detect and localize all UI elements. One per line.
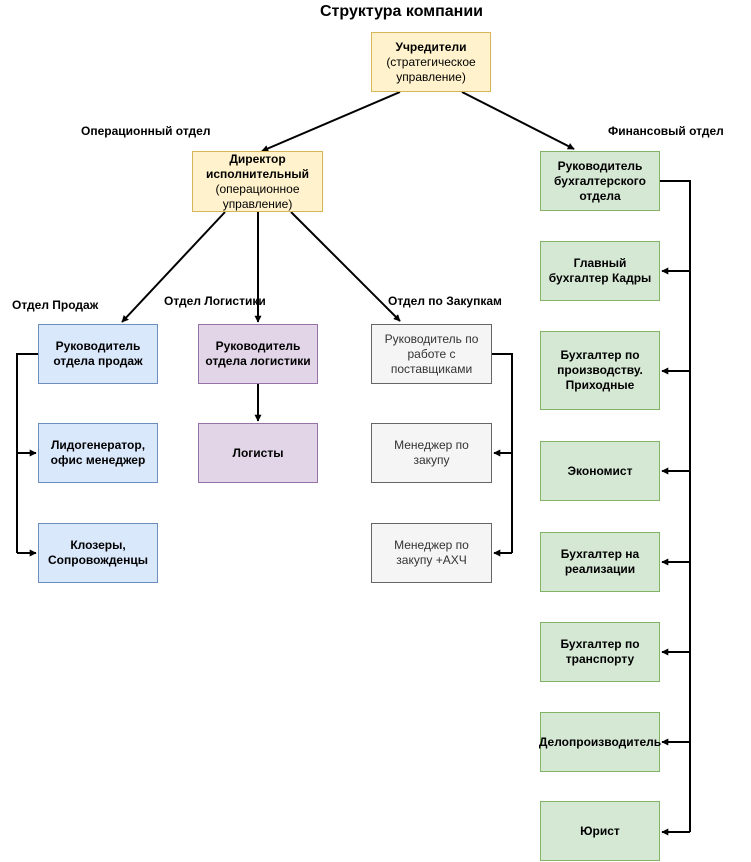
node-purchase-manager-title: Менеджер по закупу — [394, 438, 469, 467]
node-sales-head[interactable]: Руководитель отдела продаж — [38, 324, 158, 384]
node-production-accountant-title: Бухгалтер по производству. Приходные — [557, 348, 643, 392]
diagram-title: Структура компании — [320, 3, 483, 20]
node-purchase-manager-ahch-title: Менеджер по закупу +АХЧ — [394, 538, 469, 567]
node-logistics-head-title: Руководитель отдела логистики — [205, 339, 311, 368]
node-logisticians-title: Логисты — [232, 445, 284, 460]
edge-finance-bracket — [660, 180, 691, 832]
label-sales-department: Отдел Продаж — [12, 298, 99, 312]
node-lawyer[interactable]: Юрист — [540, 801, 660, 861]
edge-purchasing-bracket — [492, 353, 513, 553]
node-leadgen[interactable]: Лидогенератор, офис менеджер — [38, 423, 158, 483]
node-sales-head-title: Руководитель отдела продаж — [53, 339, 143, 368]
label-purchasing-department: Отдел по Закупкам — [388, 294, 502, 308]
node-lawyer-title: Юрист — [580, 823, 620, 838]
edge-director-purchasing — [290, 211, 401, 322]
node-clerk[interactable]: Делопроизводитель — [538, 712, 662, 772]
node-purchase-manager-ahch[interactable]: Менеджер по закупу +АХЧ — [371, 523, 492, 583]
node-accounting-head-title: Руководитель бухгалтерского отдела — [554, 158, 646, 203]
node-logistics-head[interactable]: Руководитель отдела логистики — [198, 324, 318, 384]
node-transport-accountant[interactable]: Бухгалтер по транспорту — [540, 622, 660, 682]
edge-founders-director — [261, 91, 401, 152]
node-chief-accountant[interactable]: Главный бухгалтер Кадры — [540, 241, 660, 301]
node-clerk-title: Делопроизводитель — [538, 734, 662, 749]
node-supplier-head-title: Руководитель по работе с поставщиками — [384, 331, 479, 376]
node-production-accountant[interactable]: Бухгалтер по производству. Приходные — [540, 331, 660, 410]
node-economist-title: Экономист — [567, 463, 633, 478]
label-operational-department: Операционный отдел — [81, 124, 211, 138]
node-logisticians[interactable]: Логисты — [198, 423, 318, 483]
edge-director-sales — [121, 211, 226, 323]
node-director[interactable]: Директор исполнительный(операционное упр… — [192, 151, 323, 212]
node-purchase-manager[interactable]: Менеджер по закупу — [371, 423, 492, 483]
node-founders-title: Учредители — [395, 39, 467, 54]
node-leadgen-title: Лидогенератор, офис менеджер — [50, 438, 146, 467]
label-logistics-department: Отдел Логистики — [164, 294, 266, 308]
edge-sales-bracket — [16, 353, 38, 553]
node-closers[interactable]: Клозеры, Сопровожденцы — [38, 523, 158, 583]
node-director-subtitle: (операционное управление) — [215, 181, 300, 211]
node-closers-title: Клозеры, Сопровожденцы — [48, 538, 148, 567]
node-chief-accountant-title: Главный бухгалтер Кадры — [548, 256, 652, 285]
node-director-title: Директор исполнительный — [205, 151, 309, 181]
node-founders-subtitle: (стратегическое управление) — [386, 54, 476, 84]
node-sales-accountant[interactable]: Бухгалтер на реализации — [540, 532, 660, 592]
node-transport-accountant-title: Бухгалтер по транспорту — [560, 637, 640, 666]
label-financial-department: Финансовый отдел — [608, 124, 724, 138]
node-supplier-head[interactable]: Руководитель по работе с поставщиками — [371, 324, 492, 384]
node-economist[interactable]: Экономист — [540, 441, 660, 501]
node-sales-accountant-title: Бухгалтер на реализации — [560, 547, 640, 576]
edge-founders-accounting — [461, 91, 575, 150]
node-accounting-head[interactable]: Руководитель бухгалтерского отдела — [540, 151, 660, 211]
node-founders[interactable]: Учредители(стратегическое управление) — [371, 32, 491, 92]
